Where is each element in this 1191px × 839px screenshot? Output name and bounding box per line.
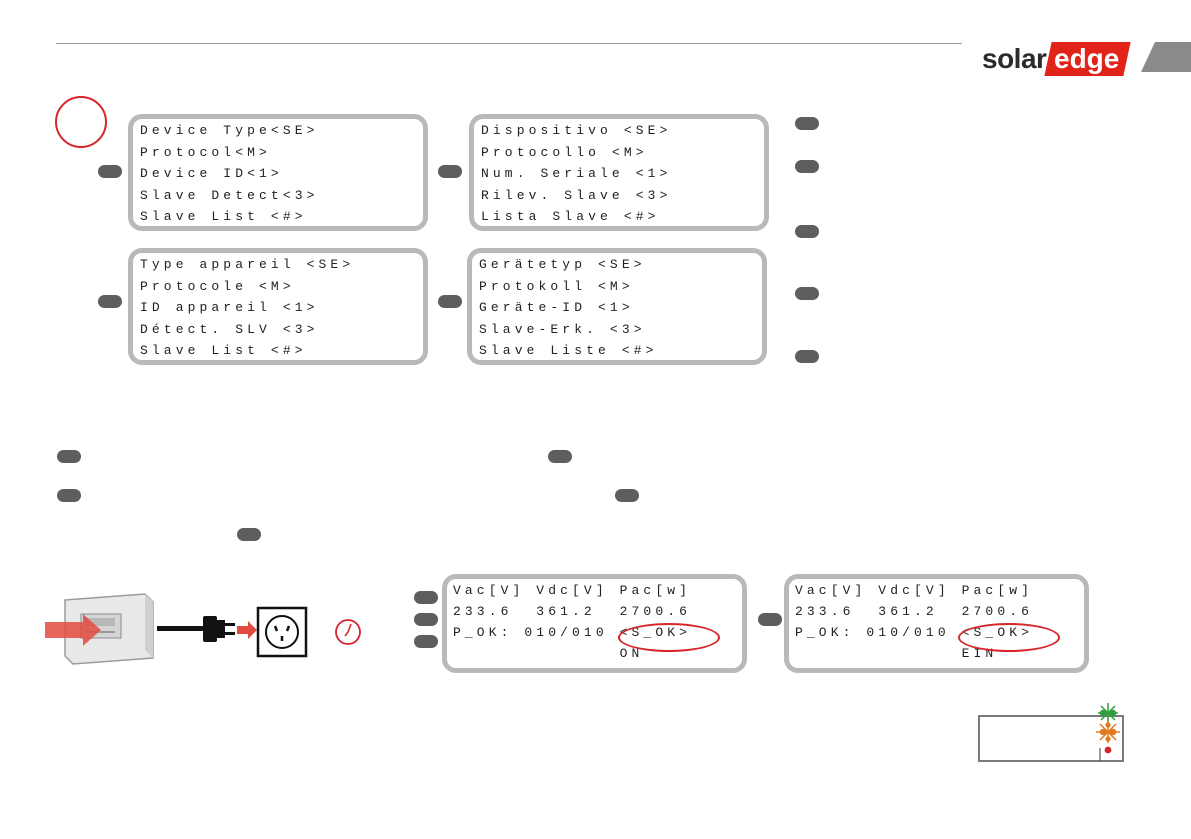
arrow-right-icon [45, 614, 101, 646]
bullet-pill [548, 450, 572, 463]
lcd-line: Slave Detect<3> [140, 187, 319, 203]
bullet-pill [795, 287, 819, 300]
logo-edge-box: edge [1044, 42, 1132, 76]
led-status-panel [978, 715, 1124, 762]
lcd-line: Slave List <#> [140, 209, 307, 225]
power-up-illustration [45, 593, 361, 665]
lcd-line: Protocollo <M> [481, 144, 648, 160]
power-plug-icon [157, 616, 235, 642]
lcd-line: Num. Seriale <1> [481, 166, 672, 182]
bullet-pill [57, 489, 81, 502]
lcd-line: Slave Liste <#> [479, 343, 658, 359]
lcd-line: Device Type<SE> [140, 123, 319, 138]
bullet-pill [758, 613, 782, 626]
bullet-pill [57, 450, 81, 463]
lcd-line: Vac[V] Vdc[V] Pac[w] [453, 583, 692, 598]
status-ok-highlight [958, 623, 1060, 652]
status-ok-highlight [618, 623, 720, 652]
lcd-line: Protokoll <M> [479, 278, 634, 294]
lcd-line: Vac[V] Vdc[V] Pac[w] [795, 583, 1034, 598]
bullet-pill [98, 295, 122, 308]
bullet-pill [795, 117, 819, 130]
arrow-right-icon [237, 621, 257, 639]
clock-icon [335, 619, 361, 645]
bullet-pill [615, 489, 639, 502]
page-tab [1141, 42, 1191, 72]
lcd-line: ON [453, 646, 644, 661]
lcd-line: Protocole <M> [140, 278, 295, 294]
bullet-pill [237, 528, 261, 541]
lcd-line: Lista Slave <#> [481, 209, 660, 225]
bullet-pill [414, 635, 438, 648]
lcd-screen-italian: Dispositivo <SE> Protocollo <M> Num. Ser… [469, 114, 769, 231]
lcd-line: Dispositivo <SE> [481, 123, 672, 138]
bullet-pill [414, 613, 438, 626]
lcd-screen-english: Device Type<SE> Protocol<M> Device ID<1>… [128, 114, 428, 231]
logo-solar-text: solar [982, 43, 1047, 74]
bullet-pill [795, 350, 819, 363]
bullet-pill [438, 295, 462, 308]
bullet-pill [414, 591, 438, 604]
lcd-line: Détect. SLV <3> [140, 321, 319, 337]
lcd-line: Protocol<M> [140, 144, 271, 160]
lcd-line: Type appareil <SE> [140, 257, 355, 272]
lcd-status-english: Vac[V] Vdc[V] Pac[w] 233.6 361.2 2700.6 … [442, 574, 747, 673]
bullet-pill [98, 165, 122, 178]
wall-socket-icon [256, 606, 308, 658]
lcd-status-german: Vac[V] Vdc[V] Pac[w] 233.6 361.2 2700.6 … [784, 574, 1089, 673]
bullet-pill [438, 165, 462, 178]
lcd-line: Geräte-ID <1> [479, 300, 634, 316]
led-indicator-icon [1096, 703, 1120, 761]
lcd-screen-german: Gerätetyp <SE> Protokoll <M> Geräte-ID <… [467, 248, 767, 365]
logo-edge-text: edge [1054, 43, 1120, 74]
lcd-line: Slave-Erk. <3> [479, 321, 646, 337]
lcd-line: ID appareil <1> [140, 300, 319, 316]
step-circle-icon [55, 96, 107, 148]
lcd-line: Device ID<1> [140, 166, 283, 182]
lcd-screen-french: Type appareil <SE> Protocole <M> ID appa… [128, 248, 428, 365]
lcd-line: Slave List <#> [140, 343, 307, 359]
lcd-line: 233.6 361.2 2700.6 [795, 604, 1034, 619]
lcd-line: Gerätetyp <SE> [479, 257, 646, 272]
lcd-line: 233.6 361.2 2700.6 [453, 604, 692, 619]
bullet-pill [795, 225, 819, 238]
bullet-pill [795, 160, 819, 173]
lcd-line: Rilev. Slave <3> [481, 187, 672, 203]
header-rule [56, 43, 962, 44]
